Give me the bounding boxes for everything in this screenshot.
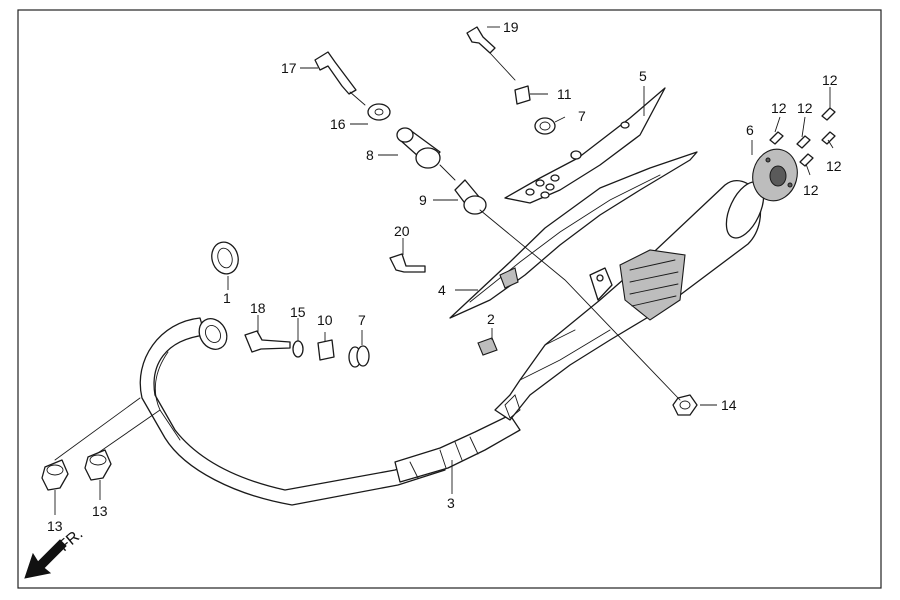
callout-6: 6 bbox=[746, 122, 754, 138]
callout-2: 2 bbox=[487, 311, 495, 327]
callout-17: 17 bbox=[281, 60, 297, 76]
gasket bbox=[211, 241, 239, 275]
callout-4: 4 bbox=[438, 282, 446, 298]
callout-9: 9 bbox=[419, 192, 427, 208]
upper-hardware bbox=[466, 26, 556, 135]
leader-lines bbox=[54, 26, 834, 515]
callout-10: 10 bbox=[317, 312, 333, 328]
muffler bbox=[494, 180, 765, 421]
callout-1: 1 bbox=[223, 290, 231, 306]
callout-18: 18 bbox=[250, 300, 266, 316]
callout-labels: 1 2 3 4 5 6 7 7 8 9 10 11 12 12 12 12 12… bbox=[47, 19, 842, 534]
callout-8: 8 bbox=[366, 147, 374, 163]
clip-2 bbox=[477, 337, 498, 356]
callout-19: 19 bbox=[503, 19, 519, 35]
callout-14: 14 bbox=[721, 397, 737, 413]
cap-screws bbox=[769, 107, 836, 167]
callout-5: 5 bbox=[639, 68, 647, 84]
mounting-hardware bbox=[314, 51, 487, 215]
callout-11: 11 bbox=[557, 86, 572, 102]
callout-12-b: 12 bbox=[771, 100, 787, 116]
callout-15: 15 bbox=[290, 304, 306, 320]
callout-12-a: 12 bbox=[822, 72, 838, 88]
heat-shield bbox=[449, 151, 698, 319]
nut-14 bbox=[672, 394, 698, 416]
pipe-nuts bbox=[41, 449, 112, 491]
arrow-down-left-icon bbox=[24, 539, 67, 579]
callout-13-a: 13 bbox=[47, 518, 63, 534]
bracket-plate bbox=[504, 87, 666, 204]
assembly-lines bbox=[349, 52, 681, 401]
callout-12-c: 12 bbox=[797, 100, 813, 116]
exhaust-pipe bbox=[54, 317, 521, 506]
end-cap bbox=[752, 148, 798, 202]
callout-7-upper: 7 bbox=[578, 108, 586, 124]
callout-16: 16 bbox=[330, 116, 346, 132]
callout-12-d: 12 bbox=[826, 158, 842, 174]
callout-13-b: 13 bbox=[92, 503, 108, 519]
callout-3: 3 bbox=[447, 495, 455, 511]
callout-12-e: 12 bbox=[803, 182, 819, 198]
bolt-20 bbox=[389, 253, 426, 273]
lower-hardware bbox=[244, 330, 370, 368]
diagram-frame bbox=[17, 9, 882, 589]
callout-7-lower: 7 bbox=[358, 312, 366, 328]
callout-20: 20 bbox=[394, 223, 410, 239]
